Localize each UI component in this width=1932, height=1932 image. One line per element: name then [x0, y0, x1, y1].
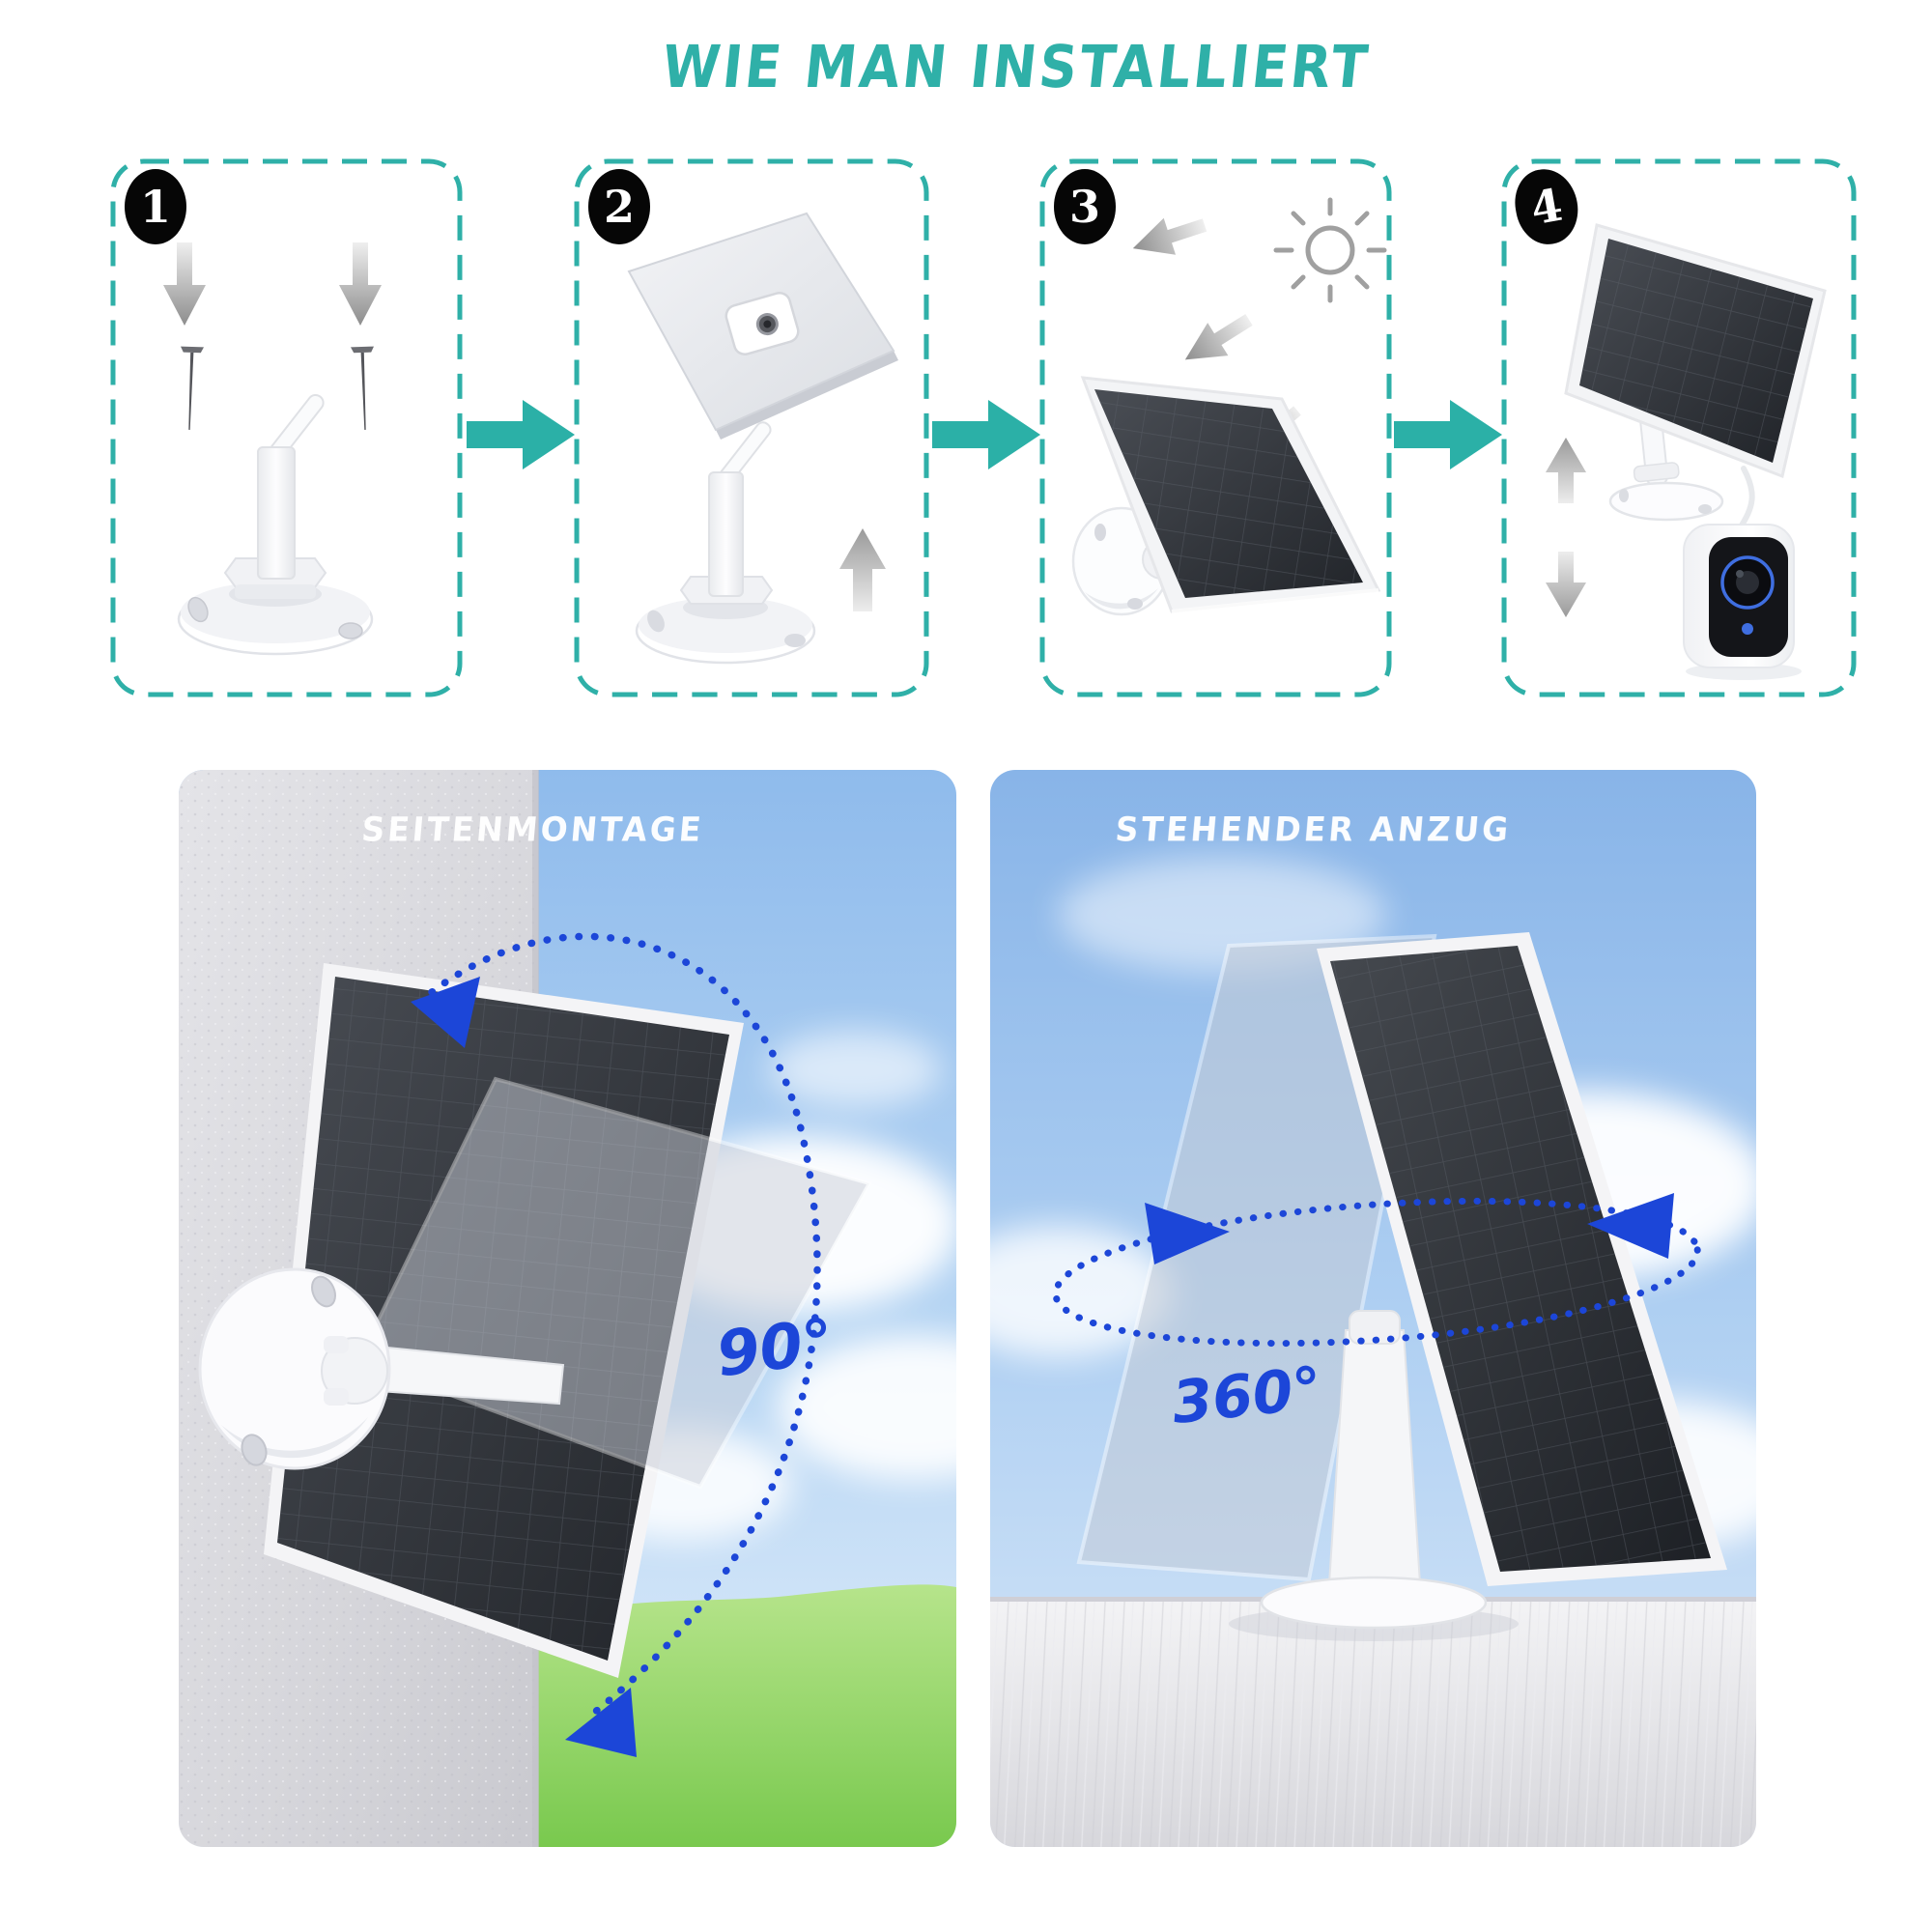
mount-bracket-icon — [635, 421, 816, 665]
standing-mount-illustration: 360° — [990, 770, 1756, 1847]
scene-label: SEITENMONTAGE — [359, 810, 706, 849]
rotation-ellipse — [1052, 1193, 1701, 1348]
up-down-arrows-icon — [1546, 438, 1586, 617]
mount-plate-icon — [724, 291, 800, 356]
step-number-badge: 1 — [125, 169, 186, 244]
arrowhead-right-icon — [1145, 1203, 1230, 1264]
right-arrow-icon — [467, 400, 575, 469]
step-1-box: 1 — [109, 157, 464, 698]
arrowhead-down-icon — [565, 1688, 637, 1757]
mount-bracket-icon — [177, 393, 374, 656]
dashed-border — [574, 158, 929, 697]
screw-icon — [181, 346, 374, 430]
standing-mount-scene: 360° STEHENDER ANZUG — [990, 770, 1756, 1847]
sun-icon — [1273, 197, 1387, 303]
side-mount-illustration: 90° — [179, 770, 956, 1847]
cable-icon — [1737, 466, 1755, 531]
solar-panel-back-icon — [627, 212, 898, 440]
scene-label: STEHENDER ANZUG — [1114, 810, 1513, 849]
dashed-border — [110, 158, 463, 697]
ghost-panel — [1076, 933, 1437, 1582]
side-mount-scene: 90° SEITENMONTAGE — [179, 770, 956, 1847]
step-1-illustration — [163, 242, 382, 656]
up-arrow-icon — [839, 528, 886, 611]
step-4-illustration — [1546, 223, 1827, 680]
solar-panel-icon — [1317, 932, 1727, 1586]
step-2-box: 2 — [573, 157, 930, 698]
step-number-badge: 2 — [588, 169, 650, 244]
dashed-border — [1501, 158, 1857, 697]
right-arrow-icon — [932, 400, 1040, 469]
rotation-arc — [411, 932, 821, 1757]
solar-panel-icon — [1564, 223, 1827, 479]
dashed-border — [1039, 158, 1392, 697]
step-3-illustration — [1071, 197, 1387, 616]
page-title: WIE MAN INSTALLIERT — [659, 33, 1374, 101]
ledge — [990, 1597, 1756, 1847]
pedestal-mount-icon — [1229, 1310, 1519, 1641]
solar-panel-icon — [1080, 376, 1381, 613]
down-arrow-icon — [163, 242, 382, 326]
security-camera-icon — [1683, 524, 1802, 680]
step-number-badge: 3 — [1054, 169, 1116, 244]
angle-label: 360° — [1169, 1354, 1325, 1437]
angle-label: 90° — [713, 1306, 838, 1391]
grass — [526, 1584, 956, 1847]
arrowhead-left-icon — [1587, 1193, 1674, 1259]
step-2-illustration — [627, 212, 898, 665]
step-3-box: 3 — [1038, 157, 1393, 698]
wall-mount-icon — [198, 1267, 565, 1470]
step-4-box: 4 — [1500, 157, 1858, 698]
right-arrow-icon — [1394, 400, 1502, 469]
arrowhead-up-icon — [411, 977, 480, 1048]
